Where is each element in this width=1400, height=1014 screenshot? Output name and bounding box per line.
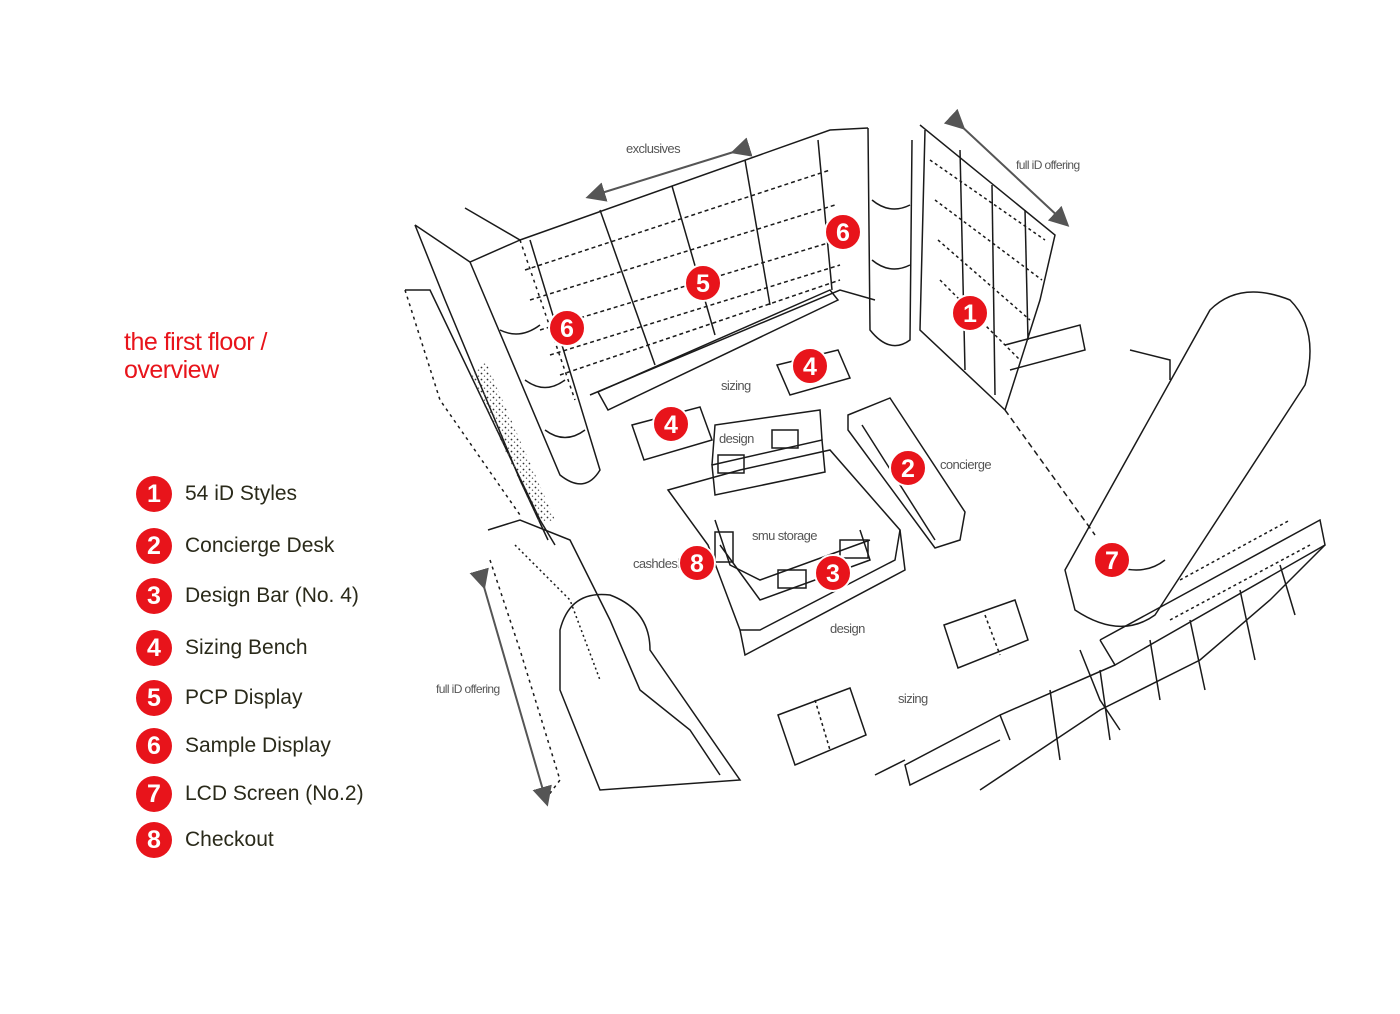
marker-8-text: 8: [690, 550, 704, 578]
label-full-id-top: full iD offering: [1016, 158, 1080, 172]
marker-1: 1: [951, 294, 989, 332]
title-line-2: overview: [124, 356, 219, 384]
legend-label-3: Design Bar (No. 4): [185, 584, 359, 607]
title-line-1: the first floor /: [124, 328, 267, 356]
legend-item-8: 8 Checkout: [136, 820, 274, 860]
legend-badge-3: 3: [136, 578, 172, 614]
legend-label-7: LCD Screen (No.2): [185, 782, 364, 805]
marker-3-text: 3: [826, 560, 840, 588]
label-cashdesk: cashdesk: [633, 556, 684, 571]
label-full-id-left: full iD offering: [436, 682, 500, 696]
exclusives-arrow: [585, 137, 753, 202]
floor-outline: [404, 124, 1326, 801]
legend-label-6: Sample Display: [185, 734, 331, 757]
legend-badge-1: 1: [136, 476, 172, 512]
legend-badge-6: 6: [136, 728, 172, 764]
marker-5: 5: [684, 264, 722, 302]
full-id-left-arrow: [469, 567, 552, 807]
marker-2-text: 2: [901, 455, 915, 483]
legend-item-5: 5 PCP Display: [136, 678, 303, 718]
marker-1-text: 1: [963, 300, 977, 328]
label-design-top: design: [719, 431, 754, 446]
legend-label-1: 54 iD Styles: [185, 482, 298, 505]
label-concierge: concierge: [940, 457, 991, 472]
legend-label-4: Sizing Bench: [185, 636, 308, 659]
legend-badge-8: 8: [136, 822, 172, 858]
legend-badge-2: 2: [136, 528, 172, 564]
label-sizing-top: sizing: [721, 378, 751, 393]
legend-badge-7: 7: [136, 776, 172, 812]
legend-item-3: 3 Design Bar (No. 4): [136, 576, 359, 616]
label-smu-storage: smu storage: [752, 528, 817, 543]
marker-7-text: 7: [1105, 547, 1119, 575]
legend-label-2: Concierge Desk: [185, 534, 335, 557]
marker-6b-text: 6: [836, 219, 850, 247]
marker-3: 3: [814, 554, 852, 592]
marker-6a: 6: [548, 309, 586, 347]
label-design-bottom: design: [830, 621, 865, 636]
label-exclusives: exclusives: [626, 141, 681, 156]
legend-item-1: 1 54 iD Styles: [136, 474, 297, 514]
legend-item-4: 4 Sizing Bench: [136, 628, 308, 668]
marker-4a: 4: [652, 405, 690, 443]
marker-4b: 4: [791, 347, 829, 385]
marker-5-text: 5: [696, 270, 710, 298]
marker-4a-text: 4: [664, 411, 678, 439]
marker-8: 8: [678, 544, 716, 582]
legend-item-7: 7 LCD Screen (No.2): [136, 774, 364, 814]
marker-2: 2: [889, 449, 927, 487]
marker-6b: 6: [824, 213, 862, 251]
legend-label-5: PCP Display: [185, 686, 303, 709]
stipple-texture: [470, 360, 555, 525]
full-id-top-arrow: [943, 108, 1070, 227]
legend-label-8: Checkout: [185, 828, 274, 851]
marker-6a-text: 6: [560, 315, 574, 343]
legend-badge-4: 4: [136, 630, 172, 666]
marker-7: 7: [1093, 541, 1131, 579]
marker-4b-text: 4: [803, 353, 817, 381]
label-sizing-bottom: sizing: [898, 691, 928, 706]
legend-item-6: 6 Sample Display: [136, 726, 331, 766]
legend-item-2: 2 Concierge Desk: [136, 526, 334, 566]
legend-badge-5: 5: [136, 680, 172, 716]
page-title: the first floor / overview: [124, 328, 267, 384]
